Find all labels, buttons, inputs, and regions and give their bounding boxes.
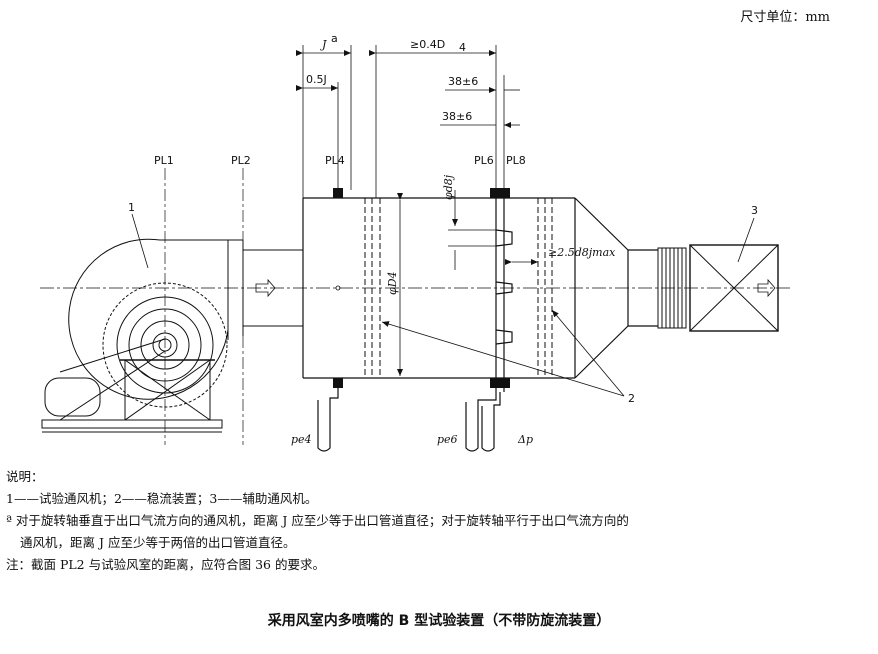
label-pl4: PL4: [325, 154, 345, 167]
notes-note: 注：截面 PL2 与试验风室的距离，应符合图 36 的要求。: [6, 557, 325, 572]
test-setup-diagram: J a 0.5J ≥0.4D 4 38±6 38±6 PL1 PL2 PL4 P…: [40, 32, 790, 452]
notes-block: 说明： 1——试验通风机；2——稳流装置；3——辅助通风机。 ª 对于旋转轴垂直…: [6, 466, 866, 576]
label-dp: Δp: [517, 433, 533, 446]
dim-j-superscript: a: [331, 32, 338, 45]
test-fan: [41, 238, 303, 433]
label-d8j: φd8j: [442, 174, 455, 200]
dim-min-distance-sub: 4: [459, 41, 466, 54]
notes-legend: 1——试验通风机；2——稳流装置；3——辅助通风机。: [6, 491, 318, 506]
dim-38-upper: 38±6: [448, 75, 478, 88]
manometers: [317, 388, 501, 452]
notes-footnote-line2: 通风机，距离 J 应至少等于两倍的出口管道直径。: [20, 535, 296, 550]
label-num3: 3: [751, 204, 758, 217]
label-num2: 2: [628, 392, 635, 405]
label-num1: 1: [128, 201, 135, 214]
label-pl8: PL8: [506, 154, 526, 167]
dim-min-distance: ≥0.4D: [410, 38, 445, 51]
figure-caption: 采用风室内多喷嘴的 B 型试验装置（不带防旋流装置）: [267, 613, 611, 629]
test-chamber: [302, 197, 658, 379]
label-pe6: pe6: [437, 433, 458, 446]
unit-note: 尺寸单位：mm: [740, 10, 830, 25]
dim-j: J: [320, 38, 327, 51]
nozzle-wall: [495, 190, 513, 392]
dim-38-lower: 38±6: [442, 110, 472, 123]
label-d4: φD4: [386, 271, 399, 295]
notes-footnote-line1: ª 对于旋转轴垂直于出口气流方向的通风机，距离 J 应至少等于出口管道直径；对于…: [6, 513, 629, 528]
label-pl2: PL2: [231, 154, 251, 167]
label-pe4: pe4: [291, 433, 312, 446]
label-d8max: ≥2.5d8jmax: [548, 246, 616, 259]
dim-half-j: 0.5J: [306, 73, 327, 86]
label-pl1: PL1: [154, 154, 174, 167]
label-pl6: PL6: [474, 154, 494, 167]
auxiliary-fan: [657, 244, 779, 332]
notes-title: 说明：: [6, 469, 44, 484]
